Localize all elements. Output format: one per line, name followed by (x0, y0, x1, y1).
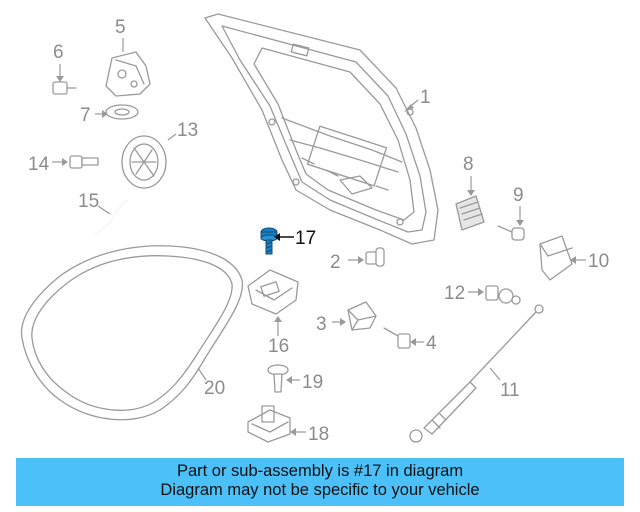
part-7-grommet (95, 104, 139, 120)
part-20-seal (20, 245, 244, 421)
callout-20: 20 (204, 378, 225, 399)
callout-9: 9 (513, 185, 524, 206)
callout-4: 4 (426, 333, 437, 354)
part-8-clip (455, 176, 485, 231)
callout-14: 14 (28, 154, 50, 175)
callout-5: 5 (115, 17, 126, 38)
callout-10: 10 (588, 251, 609, 272)
info-banner: Part or sub-assembly is #17 in diagram D… (16, 458, 624, 506)
part-6-bolt (52, 64, 77, 95)
callout-13: 13 (177, 120, 198, 141)
callout-19: 19 (302, 372, 323, 393)
part-15-hose (95, 199, 129, 235)
callout-7: 7 (80, 105, 91, 126)
part-16-latch (247, 269, 299, 336)
part-1-liftgate (204, 13, 439, 245)
part-2-bumper (348, 247, 385, 267)
callout-17: 17 (295, 228, 316, 249)
callout-2: 2 (330, 252, 341, 273)
part-14-bolt (52, 155, 99, 169)
part-13-actuator (121, 133, 177, 189)
part-11-strut (409, 304, 544, 443)
part-3-cap (332, 301, 377, 331)
part-17-bolt (260, 227, 294, 255)
callout-11: 11 (500, 380, 520, 401)
part-4-bolt (383, 327, 424, 349)
callout-1: 1 (420, 87, 431, 108)
part-12-ballstud (468, 285, 521, 305)
callout-3: 3 (316, 314, 327, 335)
banner-line-2: Diagram may not be specific to your vehi… (160, 481, 480, 499)
callout-16: 16 (268, 336, 289, 357)
part-19-pin (267, 364, 300, 393)
part-10-cap (539, 235, 586, 281)
part-5-hinge (105, 38, 151, 97)
banner-line-1: Part or sub-assembly is #17 in diagram (176, 462, 464, 480)
callout-15: 15 (78, 191, 99, 212)
part-18-striker (247, 405, 306, 443)
part-9-screw (497, 206, 525, 241)
parts-diagram: 1 5 6 7 13 14 (20, 13, 609, 445)
callout-12: 12 (444, 283, 465, 304)
callout-18: 18 (308, 424, 329, 445)
callout-6: 6 (53, 42, 64, 63)
callout-8: 8 (463, 154, 474, 175)
